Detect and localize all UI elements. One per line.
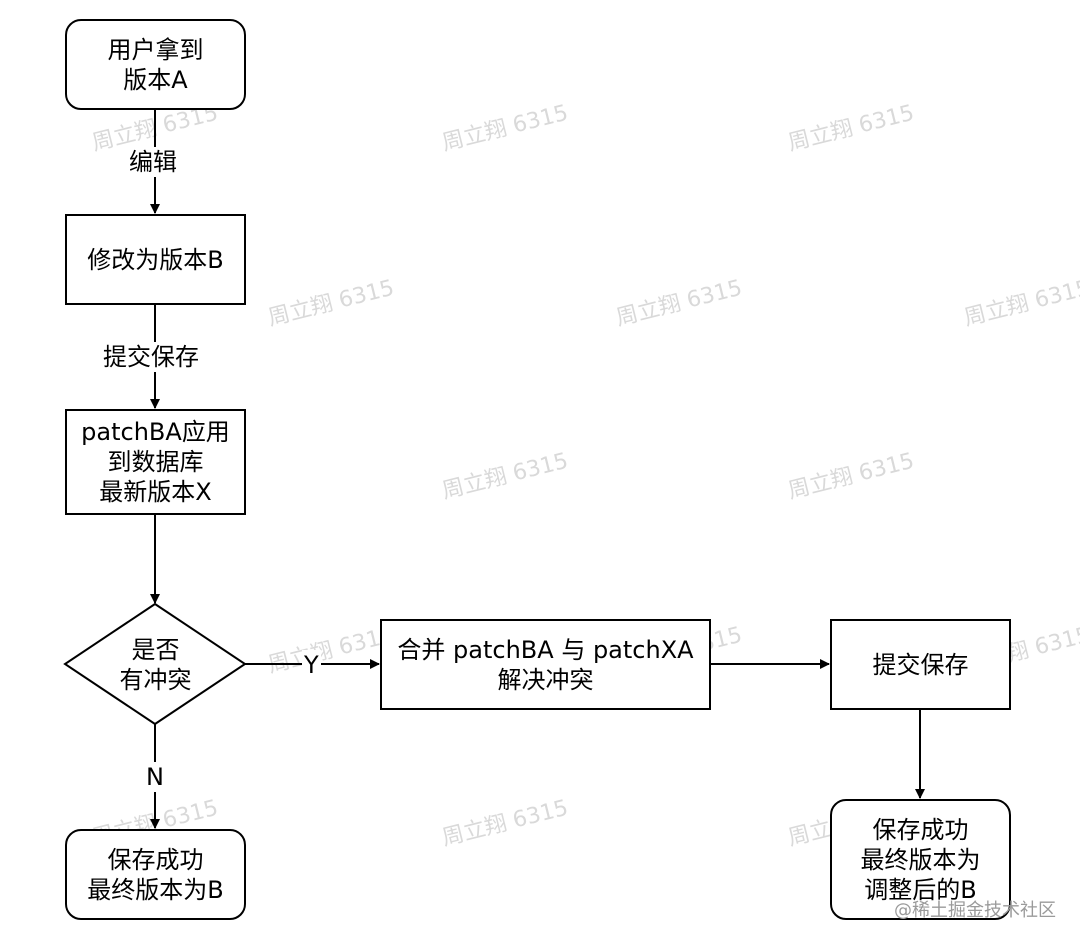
node-success-left: 保存成功 最终版本为B <box>65 829 246 920</box>
node-merge: 合并 patchBA 与 patchXA 解决冲突 <box>380 619 711 710</box>
node-submit: 提交保存 <box>830 619 1011 710</box>
node-success-right: 保存成功 最终版本为 调整后的B <box>830 799 1011 920</box>
node-apply: patchBA应用 到数据库 最新版本X <box>65 409 246 515</box>
edge-label-no: N <box>144 762 166 792</box>
node-decision: 是否 有冲突 <box>119 635 192 694</box>
edge-label-edit: 编辑 <box>127 147 179 177</box>
credit-text: @稀土掘金技术社区 <box>894 900 1056 921</box>
node-modify: 修改为版本B <box>65 214 246 305</box>
node-start: 用户拿到 版本A <box>65 19 246 110</box>
edge-label-submit: 提交保存 <box>101 342 201 372</box>
decision-diamond <box>63 602 247 726</box>
edge-label-yes: Y <box>302 650 321 680</box>
